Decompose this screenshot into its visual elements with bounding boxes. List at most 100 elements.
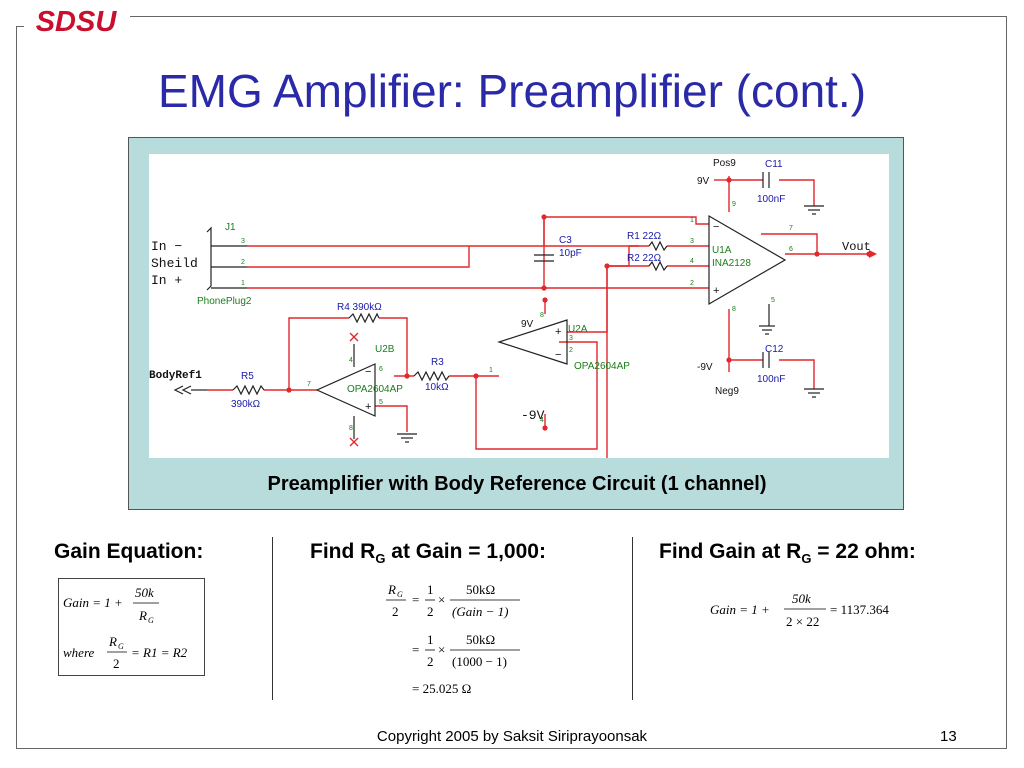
label-r5: R5 [241,371,254,382]
figure-caption: Preamplifier with Body Reference Circuit… [267,473,767,495]
label-in-minus: In − [151,239,182,254]
components [173,172,824,443]
frame-top-line [130,16,1007,17]
find-rg-l1-num: R [387,582,396,597]
gain-equation-box: Gain = 1 + 50k R G where R G 2 = R1 = R2 [58,578,205,676]
find-gain-lhs: Gain = 1 + [710,602,770,617]
pin-u1-6: 6 [789,246,793,253]
find-rg-l2-half-den: 2 [427,654,434,669]
wiring [207,176,869,458]
label-c11-val: 100nF [757,194,785,205]
label-c3-val: 10pF [559,248,582,259]
frame-left-line [16,26,17,749]
gain-eq-line2-prefix: where [63,645,95,660]
gain-eq-line2-den: 2 [113,656,120,671]
label-ina2128: INA2128 [712,258,751,269]
pin-u1-7: 7 [789,225,793,232]
label-opa-b: OPA2604AP [347,384,403,395]
find-rg-heading-post: at Gain = 1,000: [385,540,546,563]
find-rg-l1-half-num: 1 [427,582,434,597]
pin-j2: 2 [241,259,245,266]
slide-title: EMG Amplifier: Preamplifier (cont.) [157,65,867,117]
pin-u1-3: 3 [690,238,694,245]
find-gain-den: 2 × 22 [786,614,819,629]
j1-connector-icon [206,226,212,291]
label-sheild: Sheild [151,256,198,271]
pin-u2a-2: 2 [569,347,573,354]
label-9v-u2a: 9V [521,319,534,330]
frame-left-tick [16,26,24,27]
label-neg9v-u2a: -9V [521,408,545,423]
pin-u2a-8: 8 [540,312,544,319]
gain-eq-line2-rhs: = R1 = R2 [131,645,188,660]
pin-u1-5: 5 [771,297,775,304]
find-rg-l2-eq: = [412,642,419,657]
label-bodyref: BodyRef1 [149,370,202,382]
no-connect-marks [349,332,359,447]
pin-u1-2: 2 [690,280,694,287]
label-r5-val: 390kΩ [231,399,261,410]
pin-u1-4: 4 [690,258,694,265]
find-rg-l1-half-den: 2 [427,604,434,619]
find-rg-l2-half-num: 1 [427,632,434,647]
vout-arrow-icon [869,250,877,258]
find-rg-l2-times: × [438,642,445,657]
label-u1a: U1A [712,245,732,256]
pin-u2b-6: 6 [379,366,383,373]
sdsu-logo: SDSU [36,6,118,36]
pin-u2a-4: 4 [540,417,544,424]
r4-resistor-icon [348,312,380,324]
find-gain-heading-sub: G [801,551,812,567]
frame-right-line [1006,16,1007,748]
u2a-plus-sign: + [555,326,561,338]
find-gain-rhs: = 1137.364 [830,602,889,617]
pin-u1-1: 1 [690,217,694,224]
label-in-plus: In + [151,273,182,288]
find-rg-l3: = 25.025 Ω [412,681,471,696]
gain-eq-line2-num-sub: G [118,642,124,651]
ground-icon [397,433,417,443]
pin-u2b-8: 8 [349,425,353,432]
ground-icon [804,388,824,398]
preamplifier-schematic: In − Sheild In + BodyRef1 -9V Vout J1 Ph… [149,154,889,458]
wire-shield [247,246,470,268]
pin-u2b-7: 7 [307,381,311,388]
find-rg-heading-pre: Find R [310,540,376,563]
r2-resistor-icon [648,260,668,272]
label-pos9: Pos9 [713,158,736,169]
find-rg-l1-frac-den: (Gain − 1) [452,604,508,619]
label-j1: J1 [225,222,236,233]
page-number: 13 [940,728,957,745]
find-rg-l1-den: 2 [392,604,399,619]
u2a-amplifier-icon [497,319,568,365]
logo-text: SDSU [36,6,118,36]
u2b-minus-sign: − [365,366,371,378]
frame-bottom-line [16,748,1007,749]
find-rg-l1-frac-num: 50kΩ [466,582,495,597]
figure-panel: In − Sheild In + BodyRef1 -9V Vout J1 Ph… [128,137,904,510]
label-c11: C11 [765,159,783,170]
u1a-amplifier-icon [708,214,787,306]
gain-eq-line1-num: 50k [135,585,154,600]
u1a-minus-sign: − [713,221,719,233]
gain-eq-line1-lhs: Gain = 1 + [63,595,123,610]
pin-u1-8: 8 [732,306,736,313]
label-c12: C12 [765,344,784,355]
find-gain-num: 50k [792,591,811,606]
label-neg9v-bottom: -9V [697,362,713,373]
pin-j3: 3 [241,238,245,245]
u2a-minus-sign: − [555,349,561,361]
label-u2b: U2B [375,344,395,355]
divider-left [272,537,273,700]
find-gain-math: Gain = 1 + 50k 2 × 22 = 1137.364 [710,591,889,629]
find-rg-l2-frac-num: 50kΩ [466,632,495,647]
find-rg-heading: Find RG at Gain = 1,000: [310,540,546,566]
ground-icon [804,205,824,215]
pin-u1-9: 9 [732,201,736,208]
pin-u2b-5: 5 [379,399,383,406]
gain-eq-line2-num: R [108,634,117,649]
footer-copyright: Copyright 2005 by Saksit Siriprayoonsak [376,728,648,745]
find-rg-l1-eq: = [412,592,419,607]
r1-resistor-icon [648,240,668,252]
gain-equation-math: Gain = 1 + 50k R G where R G 2 = R1 = R2 [63,585,188,671]
